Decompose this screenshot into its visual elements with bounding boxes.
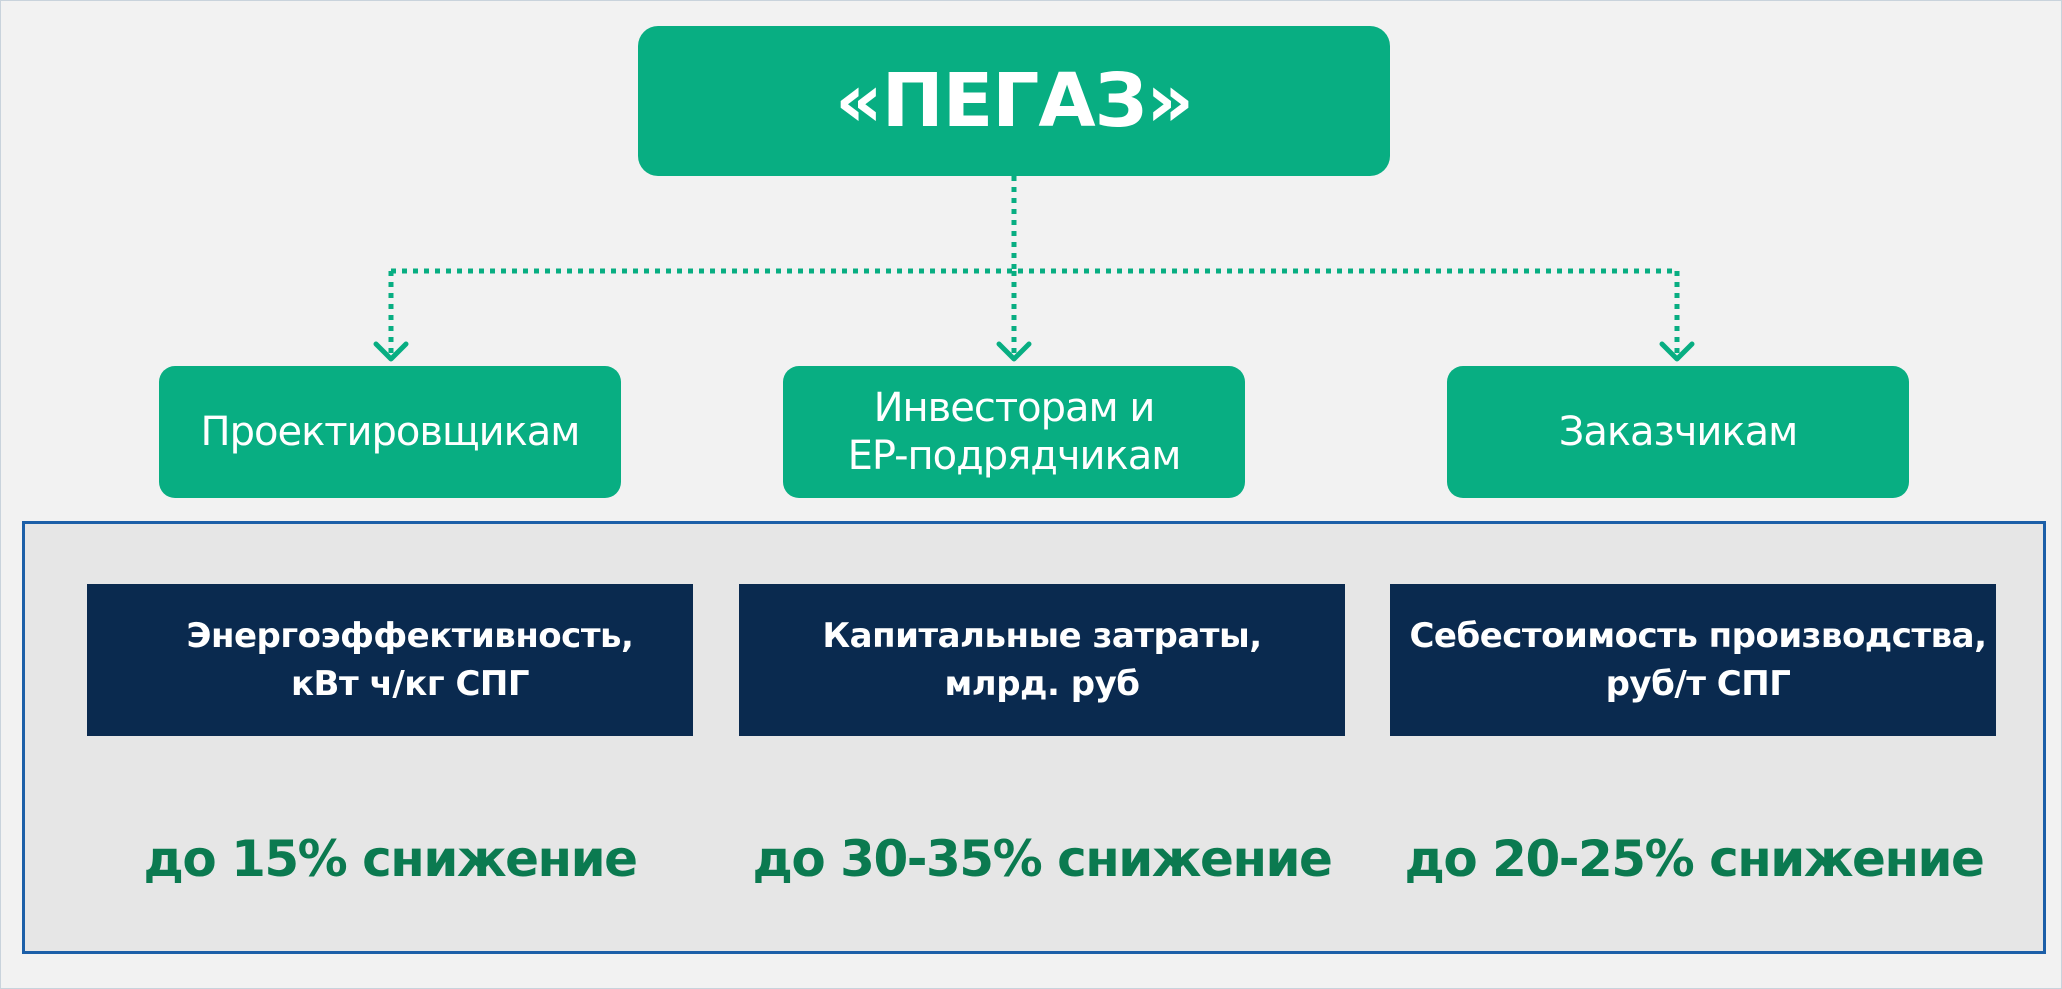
result-capital-costs: до 30-35% снижение [752, 830, 1333, 888]
audience-customers-label: Заказчикам [1558, 409, 1799, 455]
root-node: «ПЕГАЗ» [638, 26, 1390, 176]
audience-investors-label: Инвесторам и EP-подрядчикам [847, 385, 1182, 479]
metric-energy-efficiency-label: Энергоэффективность, кВт ч/кг СПГ [186, 616, 634, 704]
metric-capital-costs: Капитальные затраты, млрд. руб [739, 584, 1345, 736]
audience-investors: Инвесторам и EP-подрядчикам [783, 366, 1245, 498]
audience-designers: Проектировщикам [159, 366, 621, 498]
result-energy-efficiency: до 15% снижение [143, 830, 638, 888]
root-title: «ПЕГАЗ» [834, 58, 1194, 144]
audience-designers-label: Проектировщикам [200, 409, 581, 455]
audience-customers: Заказчикам [1447, 366, 1909, 498]
metric-energy-efficiency: Энергоэффективность, кВт ч/кг СПГ [87, 584, 693, 736]
metric-production-cost-label: Себестоимость производства, руб/т СПГ [1409, 616, 1987, 704]
result-production-cost: до 20-25% снижение [1404, 830, 1985, 888]
metric-production-cost: Себестоимость производства, руб/т СПГ [1390, 584, 1996, 736]
metric-capital-costs-label: Капитальные затраты, млрд. руб [822, 616, 1262, 704]
